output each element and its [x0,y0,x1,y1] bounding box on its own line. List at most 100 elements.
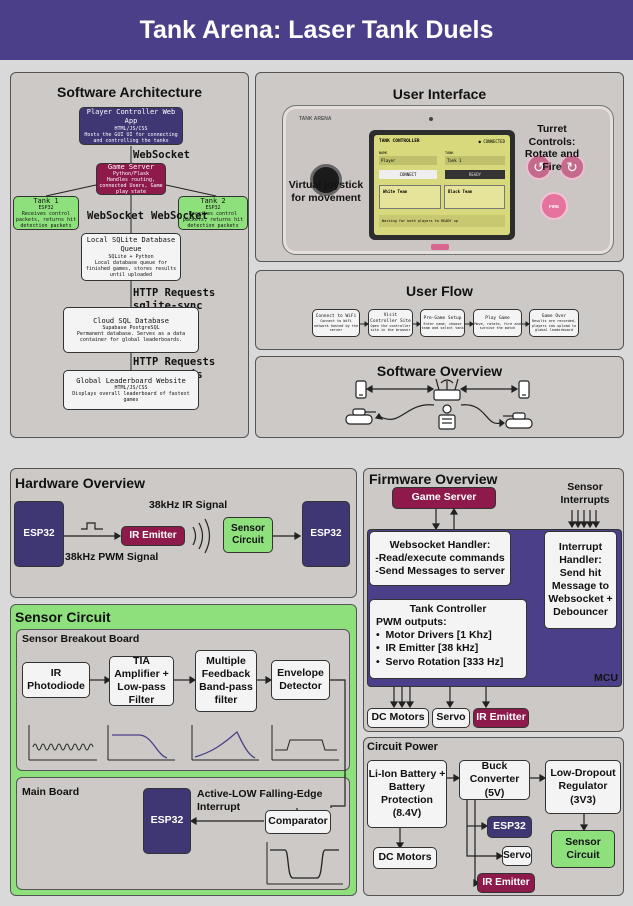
player-app-desc: Hosts the GUI UI for connecting and cont… [84,131,178,144]
main-board-connectors [189,774,346,885]
tank2-name: Tank 2 [200,196,226,205]
rotate-left-button[interactable]: ↺ [526,154,552,180]
tank1-name: Tank 1 [33,196,59,205]
sensor-interrupts-label: Sensor Interrupts [560,481,610,506]
firmware-dc-motors: DC Motors [367,708,429,728]
controller-screen-bezel: TANK CONTROLLER ● CONNECTED NAME Player … [369,130,515,240]
hardware-ir-emitter: IR Emitter [121,526,185,546]
websocket-handler-box: Websocket Handler: -Read/execute command… [369,531,511,586]
pwm-signal-label: 38kHz PWM Signal [65,551,159,563]
main-board: Main Board ESP32 Active-LOW Falling-Edge… [16,774,350,890]
pwm-output-ir: • IR Emitter [38 kHz] [376,642,479,655]
envelope-detector-box: Envelope Detector [271,660,330,700]
controller-screen: TANK CONTROLLER ● CONNECTED NAME Player … [374,135,510,235]
controller-bottom-button[interactable] [431,244,449,250]
poster-title: Tank Arena: Laser Tank Duels [0,0,633,60]
fire-button[interactable]: FIRE [540,192,568,220]
flow-step-visit-site: Visit Controller Site Open the controlle… [368,309,413,337]
firmware-overview-title: Firmware Overview [369,471,498,487]
name-field[interactable]: Player [379,156,437,165]
pwm-output-servo: • Servo Rotation [333 Hz] [376,655,504,668]
controller-brand: TANK ARENA [299,116,332,122]
rotate-right-icon: ↻ [566,158,578,175]
websocket-label: WebSocket [133,149,190,161]
flow-step-4-desc: Move, rotate, fire and survive the match [474,321,521,330]
user-interface-title: User Interface [392,86,487,102]
flow-step-5-desc: Results are recorded, players can upload… [531,319,577,332]
cloud-sub: Supabase PostgreSQL [102,325,160,332]
firmware-overview-panel: Firmware Overview Game Server Sensor Int… [363,468,624,732]
tank1-sub: ESP32 [38,205,54,212]
sensor-breakout-title: Sensor Breakout Board [22,633,140,645]
main-board-title: Main Board [22,786,80,798]
power-dc-motors: DC Motors [373,847,437,869]
flow-step-1-name: Connect to WiFi [315,314,357,320]
rotate-right-button[interactable]: ↻ [559,154,585,180]
battery-box: Li-Ion Battery + Battery Protection (8.4… [367,760,447,828]
tank-field[interactable]: Tank 1 [445,156,505,165]
global-leaderboard-box: Global Leaderboard Website HTML/JS/CSS D… [63,370,199,410]
power-ir-emitter: IR Emitter [477,873,535,893]
cloud-desc: Permanent database. Serves as a data con… [76,331,186,344]
phone-left-icon [355,380,367,399]
interrupt-handler-box: Interrupt Handler: Send hit Message to W… [544,531,617,629]
software-overview-graphic [345,378,533,430]
pwm-output-motors-text: Motor Drivers [1 Khz] [385,629,492,642]
flow-step-play-game: Play Game Move, rotate, fire and survive… [473,309,522,337]
screen-title: TANK CONTROLLER [379,139,420,144]
sqlite-desc: Local database queue for finished games,… [85,259,177,278]
ws-left-label: WebSocket [87,210,144,222]
player-app-sub: HTML/JS/CSS [114,125,148,132]
white-team-label: White Team [383,189,408,194]
flow-step-1-desc: Connect to WiFi network hosted by the se… [313,319,359,332]
tank-label: TANK [445,151,454,155]
ready-button[interactable]: READY [445,170,505,179]
overview-arrows [365,384,519,428]
comparator-box: Comparator [265,810,331,834]
ir-signal-label: 38kHz IR Signal [149,499,228,511]
tank2-sub: ESP32 [205,205,221,212]
flow-step-connect-wifi: Connect to WiFi Connect to WiFi network … [312,309,360,337]
leaderboard-sub: HTML/JS/CSS [114,385,148,392]
tank-controller-box: Tank Controller PWM outputs: • Motor Dri… [369,599,527,679]
photodiode-waveform [28,725,97,761]
buck-converter-box: Buck Converter (5V) [459,760,530,800]
sensor-breakout-board: Sensor Breakout Board [16,629,350,800]
main-board-esp32: ESP32 [143,788,191,854]
joystick-icon[interactable] [310,164,342,196]
tank1-box: Tank 1 ESP32 Receives control packets, r… [13,196,79,230]
interrupt-label: Active-LOW Falling-Edge Interrupt [197,788,323,813]
circuit-power-panel: Circuit Power Li-Ion Battery + Battery P… [363,737,624,896]
player-controller-app-box: Player Controller Web App HTML/JS/CSS Ho… [79,107,183,145]
power-servo: Servo [502,846,532,866]
sensor-circuit-panel: Sensor Circuit Sensor Breakout Board [10,604,357,896]
sensor-circuit-title: Sensor Circuit [15,609,111,625]
black-team-label: Black Team [448,189,473,194]
connect-button[interactable]: CONNECT [379,170,437,179]
flow-step-3-desc: Enter name, choose team and select tank [421,321,464,330]
flow-step-5-name: Game Over [541,314,567,320]
mcu-label: MCU [594,672,618,684]
pwm-output-ir-text: IR Emitter [38 kHz] [385,642,479,655]
envelope-waveform [271,725,339,761]
user-flow-arrows [360,321,530,327]
flow-step-2-desc: Open the controller site in the browser [370,324,411,333]
leaderboard-name: Global Leaderboard Website [76,376,186,385]
hardware-esp32-left: ESP32 [14,501,64,567]
black-team-card[interactable]: Black Team [444,185,505,209]
game-server-box: Game Server Python/Flask Handles routing… [96,163,166,195]
server-icon [438,404,456,430]
flow-step-2-name: Visit Controller Site [370,313,411,324]
fire-label: FIRE [548,203,560,209]
ws-right-label: WebSocket [151,210,208,222]
white-team-card[interactable]: White Team [379,185,441,209]
ldo-regulator-box: Low-Dropout Regulator (3V3) [545,760,621,814]
circuit-power-title: Circuit Power [367,741,438,753]
ir-photodiode-box: IR Photodiode [22,662,90,698]
tank-left-icon [345,408,376,425]
tia-amplifier-box: TIA Amplifier + Low-pass Filter [109,655,174,706]
lowpass-waveform [107,725,175,761]
comparator-waveform [266,842,343,885]
cloud-name: Cloud SQL Database [93,316,169,325]
